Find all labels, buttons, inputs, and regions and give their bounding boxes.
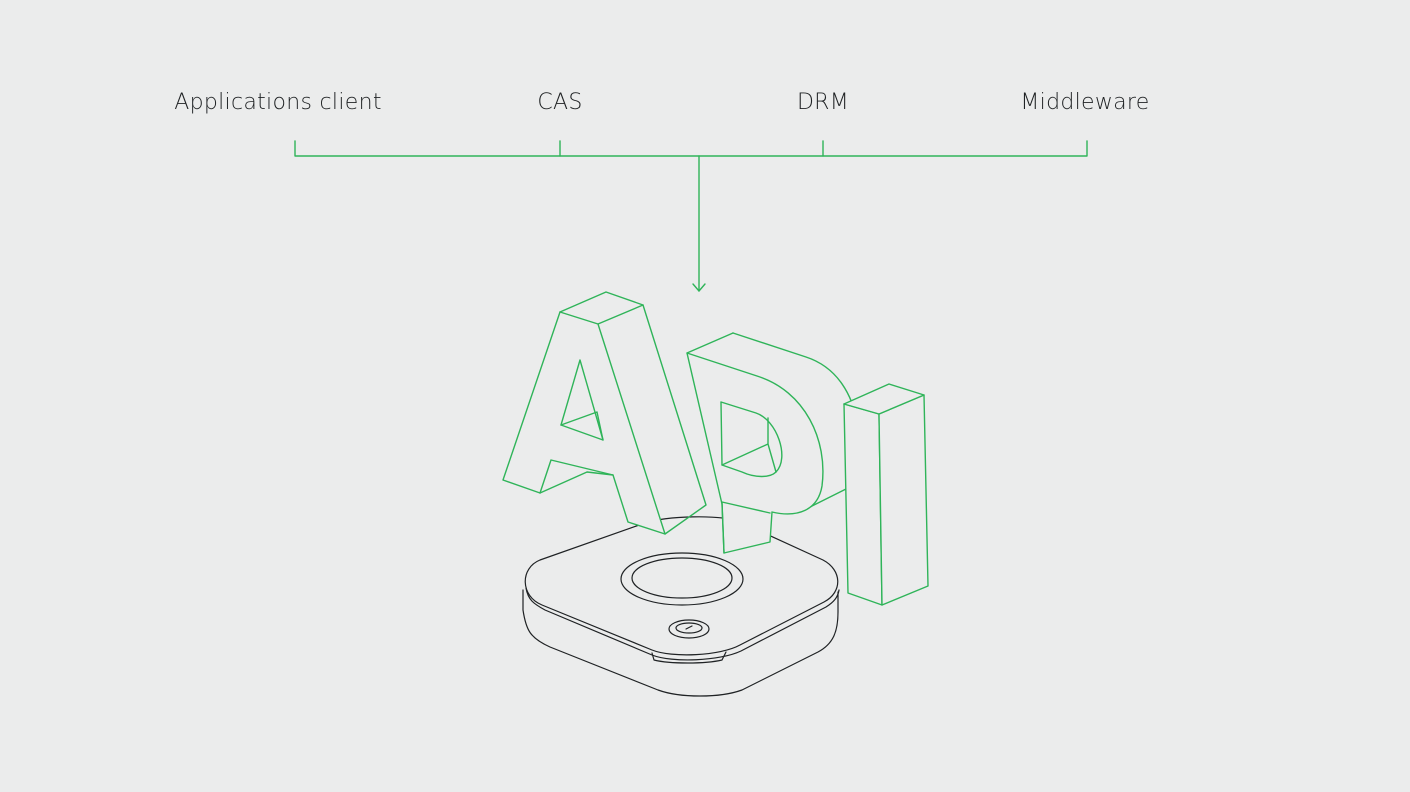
letter-a-foot <box>539 471 614 494</box>
power-icon <box>685 625 693 630</box>
letter-p-hole-edge <box>721 417 777 473</box>
letter-a-hole <box>560 359 604 441</box>
letter-a-hole-edge <box>560 411 604 441</box>
power-button-outer <box>668 619 710 639</box>
device-port <box>651 651 727 664</box>
letter-i-side <box>878 394 929 606</box>
device-top <box>524 516 839 656</box>
letter-i-top <box>843 383 925 415</box>
letter-a-front <box>502 311 666 535</box>
letter-i <box>843 383 929 606</box>
source-label-cas: CAS <box>537 90 583 115</box>
device-ring-outer <box>620 552 744 606</box>
letter-i-front <box>843 403 883 606</box>
power-button-inner <box>675 622 703 634</box>
source-label-drm: DRM <box>796 90 850 115</box>
device-top-edge <box>525 587 840 661</box>
arrow-head-icon <box>692 283 706 292</box>
set-top-box-icon <box>522 516 840 697</box>
letter-p-top <box>686 332 734 354</box>
letter-a <box>502 291 707 535</box>
letter-a-side <box>642 304 707 535</box>
letter-a-top <box>559 291 644 325</box>
device-body <box>522 589 839 697</box>
api-3d-letters-icon <box>502 291 929 606</box>
device-ring-inner <box>631 557 733 599</box>
bracket-line <box>294 140 1088 157</box>
connector-bracket <box>294 140 1088 292</box>
letter-p-bottom <box>721 501 771 554</box>
source-label-middleware: Middleware <box>1020 90 1150 115</box>
source-label-applications-client: Applications client <box>174 90 382 115</box>
